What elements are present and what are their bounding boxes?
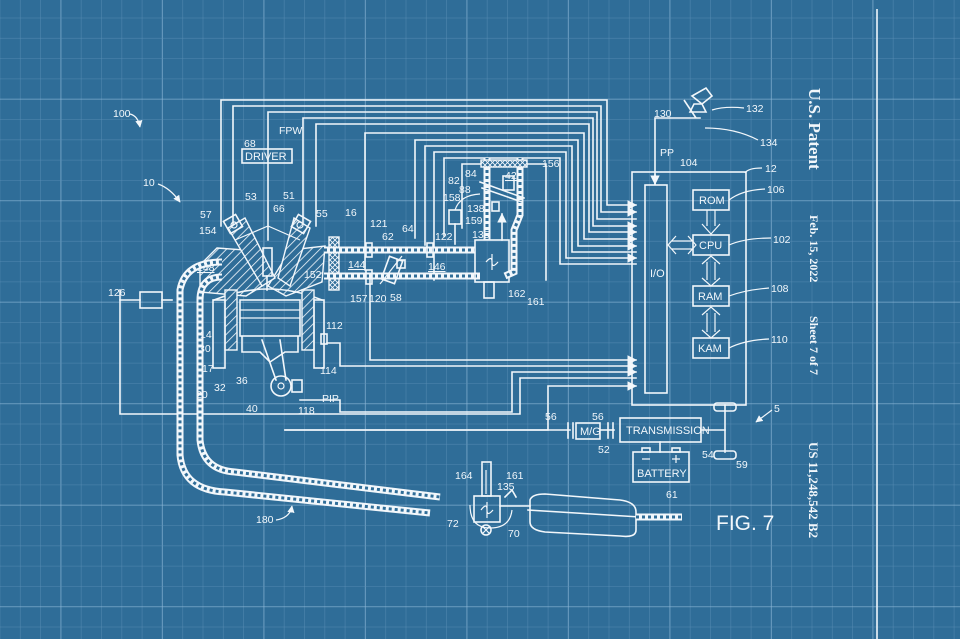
ref-132: 132 xyxy=(746,103,764,115)
drivetrain: M/G TRANSMISSION BATTERY xyxy=(284,402,737,483)
ref-135: 135 xyxy=(472,229,490,241)
driver-label: DRIVER xyxy=(245,151,287,163)
signal-fpw: FPW xyxy=(279,125,302,137)
cpu-label: CPU xyxy=(699,240,722,252)
ref-66: 66 xyxy=(273,203,285,215)
patent-sheet: Sheet 7 of 7 xyxy=(807,316,821,375)
ref-102: 102 xyxy=(773,234,791,246)
rom-cpu-bus xyxy=(701,210,721,235)
ref-144: 144 xyxy=(348,259,366,271)
ref-162: 162 xyxy=(508,288,526,300)
ref-134: 134 xyxy=(760,137,778,149)
ref-57: 57 xyxy=(200,209,212,221)
cpu-ram-bus xyxy=(701,255,721,287)
figure-label: FIG. 7 xyxy=(716,512,774,535)
ref-62: 62 xyxy=(382,231,394,243)
ref-88: 88 xyxy=(459,184,471,196)
ref-84: 84 xyxy=(465,168,477,180)
patent-header: U.S. Patent Feb. 15, 2022 Sheet 7 of 7 U… xyxy=(805,88,824,538)
io-cpu-bus xyxy=(667,235,697,255)
ref-120: 120 xyxy=(369,293,387,305)
ref-161: 161 xyxy=(527,296,545,308)
ref-42: 42 xyxy=(505,170,517,182)
ref-68: 68 xyxy=(244,138,256,150)
ref-30: 30 xyxy=(199,343,211,355)
patent-title: U.S. Patent xyxy=(805,88,824,170)
ref-61: 61 xyxy=(666,489,678,501)
ram-label: RAM xyxy=(698,291,722,303)
driver-block xyxy=(241,148,293,164)
ref-114: 114 xyxy=(320,365,337,377)
ref-16: 16 xyxy=(345,207,357,219)
ref-157: 157 xyxy=(350,293,368,305)
ref-14: 14 xyxy=(200,329,212,341)
ref-12: 12 xyxy=(765,163,777,175)
ram-kam-bus xyxy=(701,306,721,339)
ref-55: 55 xyxy=(316,208,328,220)
ref-148: 148 xyxy=(197,262,215,274)
ref-56-left: 56 xyxy=(545,411,557,423)
ref-154: 154 xyxy=(199,225,217,237)
patent-date: Feb. 15, 2022 xyxy=(807,215,821,282)
ref-20: 20 xyxy=(196,389,208,401)
ref-122: 122 xyxy=(435,231,453,243)
ref-118: 118 xyxy=(298,405,315,417)
ref-72: 72 xyxy=(447,518,459,530)
ref-146: 146 xyxy=(428,261,446,273)
ref-51: 51 xyxy=(283,190,295,202)
ref-159: 159 xyxy=(465,215,483,227)
signal-pip: PIP xyxy=(322,393,339,405)
mg-block xyxy=(575,422,601,440)
ref-161-exhaust: 161 xyxy=(506,470,524,482)
io-label: I/O xyxy=(650,268,665,280)
ref-58: 58 xyxy=(390,292,402,304)
ref-108: 108 xyxy=(771,283,789,295)
signal-pp: PP xyxy=(660,147,674,159)
patent-number: US 11,248,542 B2 xyxy=(806,442,821,538)
ref-156: 156 xyxy=(542,158,560,170)
ref-126: 126 xyxy=(108,287,126,299)
ref-164: 164 xyxy=(455,470,473,482)
ref-106: 106 xyxy=(767,184,785,196)
ref-82: 82 xyxy=(448,175,460,187)
kam-label: KAM xyxy=(698,343,722,355)
io-block xyxy=(644,184,668,394)
battery-label: BATTERY xyxy=(637,468,687,480)
ref-130: 130 xyxy=(654,108,672,120)
ref-59: 59 xyxy=(736,459,748,471)
reference-numerals: 100 10 68 57 53 66 51 55 16 154 148 152 … xyxy=(108,103,791,540)
ref-32: 32 xyxy=(214,382,226,394)
ref-104: 104 xyxy=(680,157,698,169)
exhaust-system xyxy=(176,258,682,538)
control-wiring xyxy=(119,99,637,431)
ref-158: 158 xyxy=(443,192,461,204)
ref-5: 5 xyxy=(774,403,780,415)
ref-112: 112 xyxy=(326,320,343,332)
transmission-label: TRANSMISSION xyxy=(626,425,710,437)
ref-53: 53 xyxy=(245,191,257,203)
ref-152: 152 xyxy=(304,269,322,281)
ref-110: 110 xyxy=(771,334,788,346)
ref-180: 180 xyxy=(256,514,274,526)
battery-block xyxy=(632,451,690,483)
rom-label: ROM xyxy=(699,195,725,207)
mg-label: M/G xyxy=(580,426,601,438)
ref-135-exhaust: 135 xyxy=(497,481,515,493)
ref-17: 17 xyxy=(202,363,214,375)
engine-assembly xyxy=(119,213,340,397)
ref-40: 40 xyxy=(246,403,258,415)
ref-121: 121 xyxy=(370,218,388,230)
intake-system xyxy=(324,158,528,299)
ref-70: 70 xyxy=(508,528,520,540)
ref-138: 138 xyxy=(467,203,485,215)
ref-64: 64 xyxy=(402,223,414,235)
ref-100: 100 xyxy=(113,108,131,120)
ref-56-right: 56 xyxy=(592,411,604,423)
ref-10: 10 xyxy=(143,177,155,189)
controller-12: I/O ROM CPU RAM KAM xyxy=(631,86,747,406)
ref-54: 54 xyxy=(702,449,714,461)
ref-52: 52 xyxy=(598,444,610,456)
ref-36: 36 xyxy=(236,375,248,387)
